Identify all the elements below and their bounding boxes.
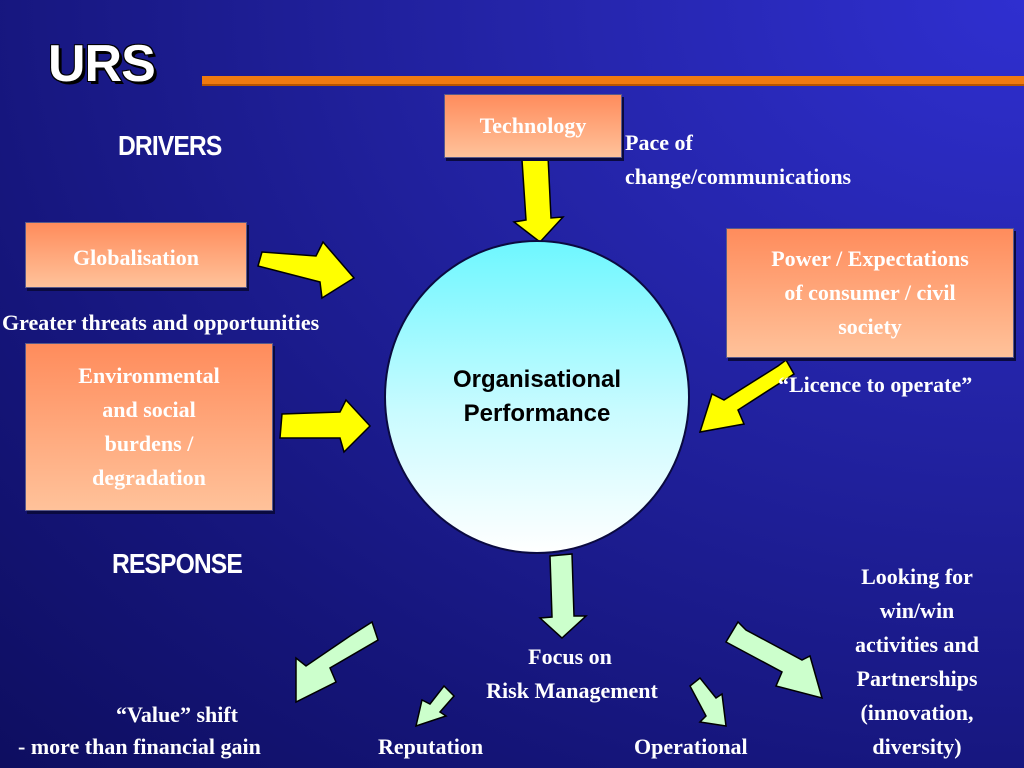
- response-heading: RESPONSE: [112, 548, 243, 579]
- urs-logo: URS: [48, 35, 156, 93]
- arrow-power: [698, 358, 796, 433]
- technology-note-line1: Pace of: [625, 130, 693, 155]
- winwin-block: Looking for win/win activities and Partn…: [820, 560, 1014, 764]
- environmental-line1: Environmental: [78, 363, 220, 388]
- arrow-value: [295, 620, 379, 704]
- arrow-focus: [538, 553, 588, 640]
- reputation-label: Reputation: [378, 734, 484, 759]
- center-line2: Performance: [463, 400, 611, 427]
- winwin-line3: activities and: [854, 632, 980, 657]
- focus-line2: Risk Management: [486, 678, 658, 703]
- environmental-box: Environmental and social burdens / degra…: [25, 343, 273, 511]
- drivers-heading: DRIVERS: [118, 130, 222, 161]
- power-line2: of consumer / civil: [784, 280, 956, 305]
- winwin-line6: diversity): [872, 734, 962, 759]
- power-line3: society: [838, 314, 902, 339]
- winwin-line1: Looking for: [861, 564, 973, 589]
- value-line1: “Value” shift: [115, 702, 239, 727]
- arrow-globalisation: [257, 240, 356, 300]
- winwin-line5: (innovation,: [860, 700, 974, 725]
- globalisation-note: Greater threats and opportunities: [2, 310, 320, 335]
- power-note: “Licence to operate”: [778, 372, 973, 397]
- focus-line1: Focus on: [528, 644, 612, 669]
- arrow-operational: [689, 676, 727, 727]
- arrow-winwin: [724, 620, 824, 700]
- organisational-performance-circle: Organisational Performance: [384, 240, 690, 554]
- winwin-line4: Partnerships: [856, 666, 978, 691]
- arrow-reputation: [414, 684, 456, 728]
- technology-label: Technology: [479, 113, 587, 138]
- value-line2: - more than financial gain: [18, 734, 261, 759]
- header-rule: [202, 76, 1024, 86]
- operational-label: Operational: [634, 734, 748, 759]
- arrow-technology: [512, 155, 565, 244]
- power-box: Power / Expectations of consumer / civil…: [726, 228, 1014, 358]
- globalisation-box: Globalisation: [25, 222, 247, 288]
- winwin-line2: win/win: [879, 598, 955, 623]
- environmental-line2: and social: [102, 397, 196, 422]
- globalisation-label: Globalisation: [73, 245, 199, 270]
- technology-note-line2: change/communications: [625, 164, 852, 189]
- center-line1: Organisational: [452, 366, 622, 393]
- power-line1: Power / Expectations: [771, 246, 969, 271]
- environmental-line3: burdens /: [104, 431, 194, 456]
- arrow-environmental: [279, 398, 372, 454]
- environmental-line4: degradation: [92, 465, 206, 490]
- technology-box: Technology: [444, 94, 622, 158]
